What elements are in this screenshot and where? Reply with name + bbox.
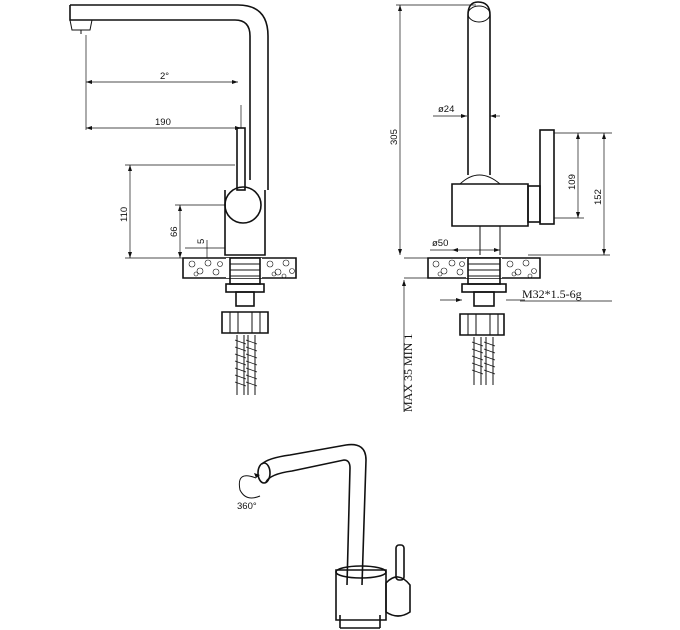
dim-reach: 190	[155, 117, 171, 128]
dim-handle-total: 152	[593, 189, 604, 205]
perspective-view: 360°	[237, 443, 411, 629]
dim-small: 5	[196, 239, 207, 244]
front-view: 305 ø24 ø50 109 152 M32*1.5-6g	[389, 1, 612, 412]
counter-thickness: MAX 35 MIN 1	[401, 334, 415, 412]
dim-body-diameter: ø50	[432, 238, 448, 249]
rotation-label: 360°	[237, 501, 257, 512]
dim-spout-diameter: ø24	[438, 104, 454, 115]
dim-angle: 2°	[160, 71, 169, 82]
dim-body-height: 110	[119, 207, 130, 222]
side-view: 2° 190 110 66 5	[69, 4, 297, 395]
dim-lever-height: 66	[169, 226, 180, 237]
dim-total-height: 305	[389, 129, 400, 145]
dim-handle-height: 109	[567, 174, 578, 190]
thread-spec: M32*1.5-6g	[522, 287, 582, 301]
